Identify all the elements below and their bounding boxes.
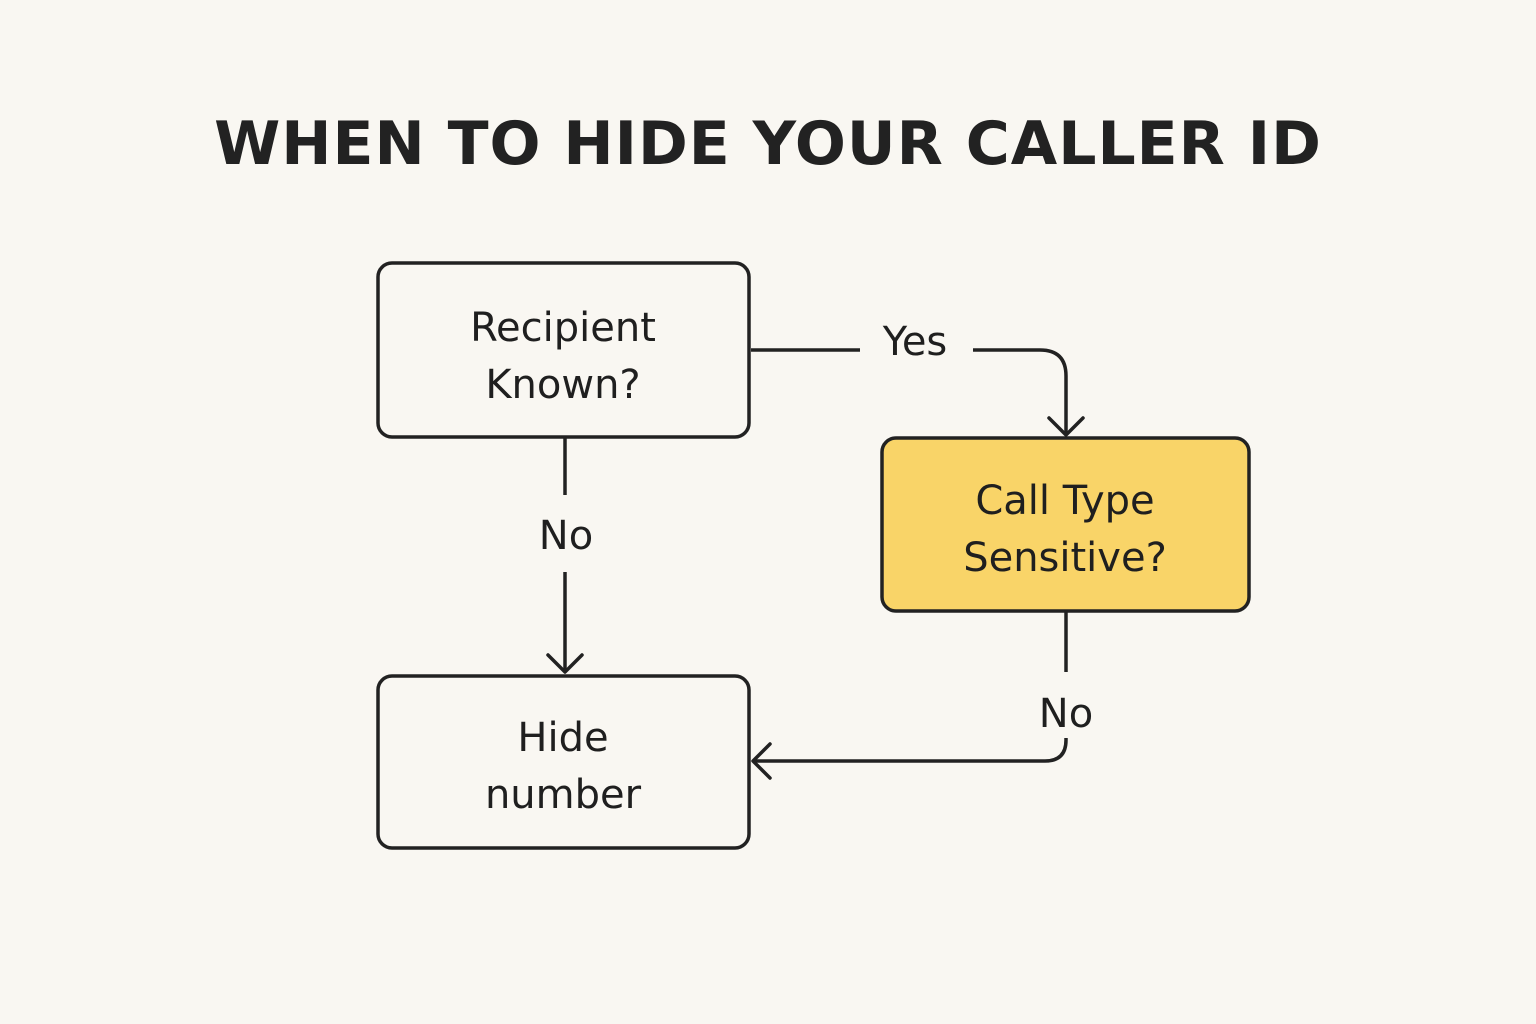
edge-no-left-label: No — [539, 513, 593, 559]
edge-call-type-to-hide: No — [751, 612, 1093, 780]
diagram-title: WHEN TO HIDE YOUR CALLER ID — [214, 109, 1322, 179]
node-call-type-sensitive-line1: Call Type — [975, 478, 1154, 524]
node-hide-number-box — [376, 674, 751, 850]
edge-recipient-to-hide: No — [539, 438, 593, 674]
node-call-type-sensitive-box — [880, 436, 1251, 613]
node-recipient-known-box — [376, 261, 751, 439]
edge-no-right-arrowhead — [751, 742, 772, 780]
edge-yes-line-right — [973, 348, 1068, 434]
edge-recipient-to-call-type: Yes — [751, 319, 1085, 437]
node-recipient-known-line1: Recipient — [470, 305, 656, 351]
node-call-type-sensitive-line2: Sensitive? — [963, 535, 1167, 581]
edge-no-right-label: No — [1039, 691, 1093, 737]
edge-yes-label: Yes — [882, 319, 948, 365]
node-call-type-sensitive: Call Type Sensitive? — [880, 436, 1251, 613]
node-recipient-known-line2: Known? — [485, 362, 640, 408]
node-recipient-known: Recipient Known? — [376, 261, 751, 439]
edge-no-left-arrowhead — [546, 653, 584, 674]
node-hide-number-line1: Hide — [517, 715, 608, 761]
node-hide-number: Hide number — [376, 674, 751, 850]
node-hide-number-line2: number — [485, 772, 642, 818]
edge-no-right-line-bottom — [754, 738, 1068, 763]
edge-yes-arrowhead — [1047, 416, 1085, 437]
